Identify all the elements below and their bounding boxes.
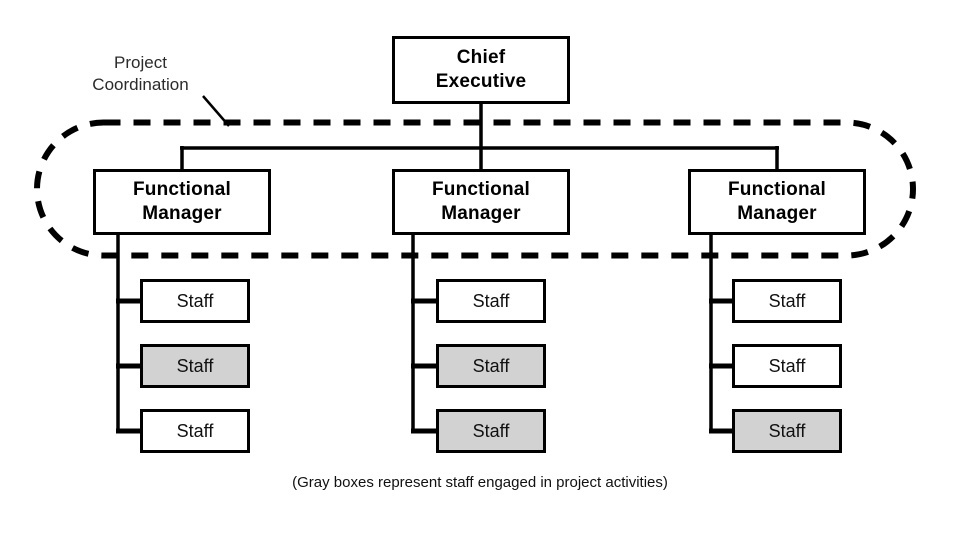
- staff-box-col3-row2: Staff: [732, 344, 842, 388]
- chief-executive-box: Chief Executive: [392, 36, 570, 104]
- manager-label-line2: Manager: [142, 203, 222, 224]
- project-coordination-label: Project Coordination: [92, 53, 189, 94]
- staff-box-col1-row3: Staff: [140, 409, 250, 453]
- diagram-caption: (Gray boxes represent staff engaged in p…: [292, 474, 668, 491]
- manager-label-line1: Functional: [727, 179, 827, 200]
- manager-label-line2: Manager: [737, 203, 817, 224]
- manager-label-line2: Manager: [441, 203, 521, 224]
- functional-manager-box-2: Functional Manager: [392, 169, 570, 235]
- staff-box-col2-row1: Staff: [436, 279, 546, 323]
- staff-box-col2-row3: Staff: [436, 409, 546, 453]
- staff-box-col3-row3: Staff: [732, 409, 842, 453]
- functional-manager-box-1: Functional Manager: [93, 169, 271, 235]
- staff-box-col1-row1: Staff: [140, 279, 250, 323]
- label-leader-line: [202, 95, 230, 127]
- manager-label-line1: Functional: [431, 179, 531, 200]
- functional-manager-box-3: Functional Manager: [688, 169, 866, 235]
- manager-label-line1: Functional: [132, 179, 232, 200]
- chief-executive-label-line2: Executive: [435, 71, 527, 92]
- staff-box-col2-row2: Staff: [436, 344, 546, 388]
- staff-box-col1-row2: Staff: [140, 344, 250, 388]
- staff-box-col3-row1: Staff: [732, 279, 842, 323]
- chief-executive-label-line1: Chief: [456, 47, 506, 68]
- project-coordination-outline: [34, 119, 916, 259]
